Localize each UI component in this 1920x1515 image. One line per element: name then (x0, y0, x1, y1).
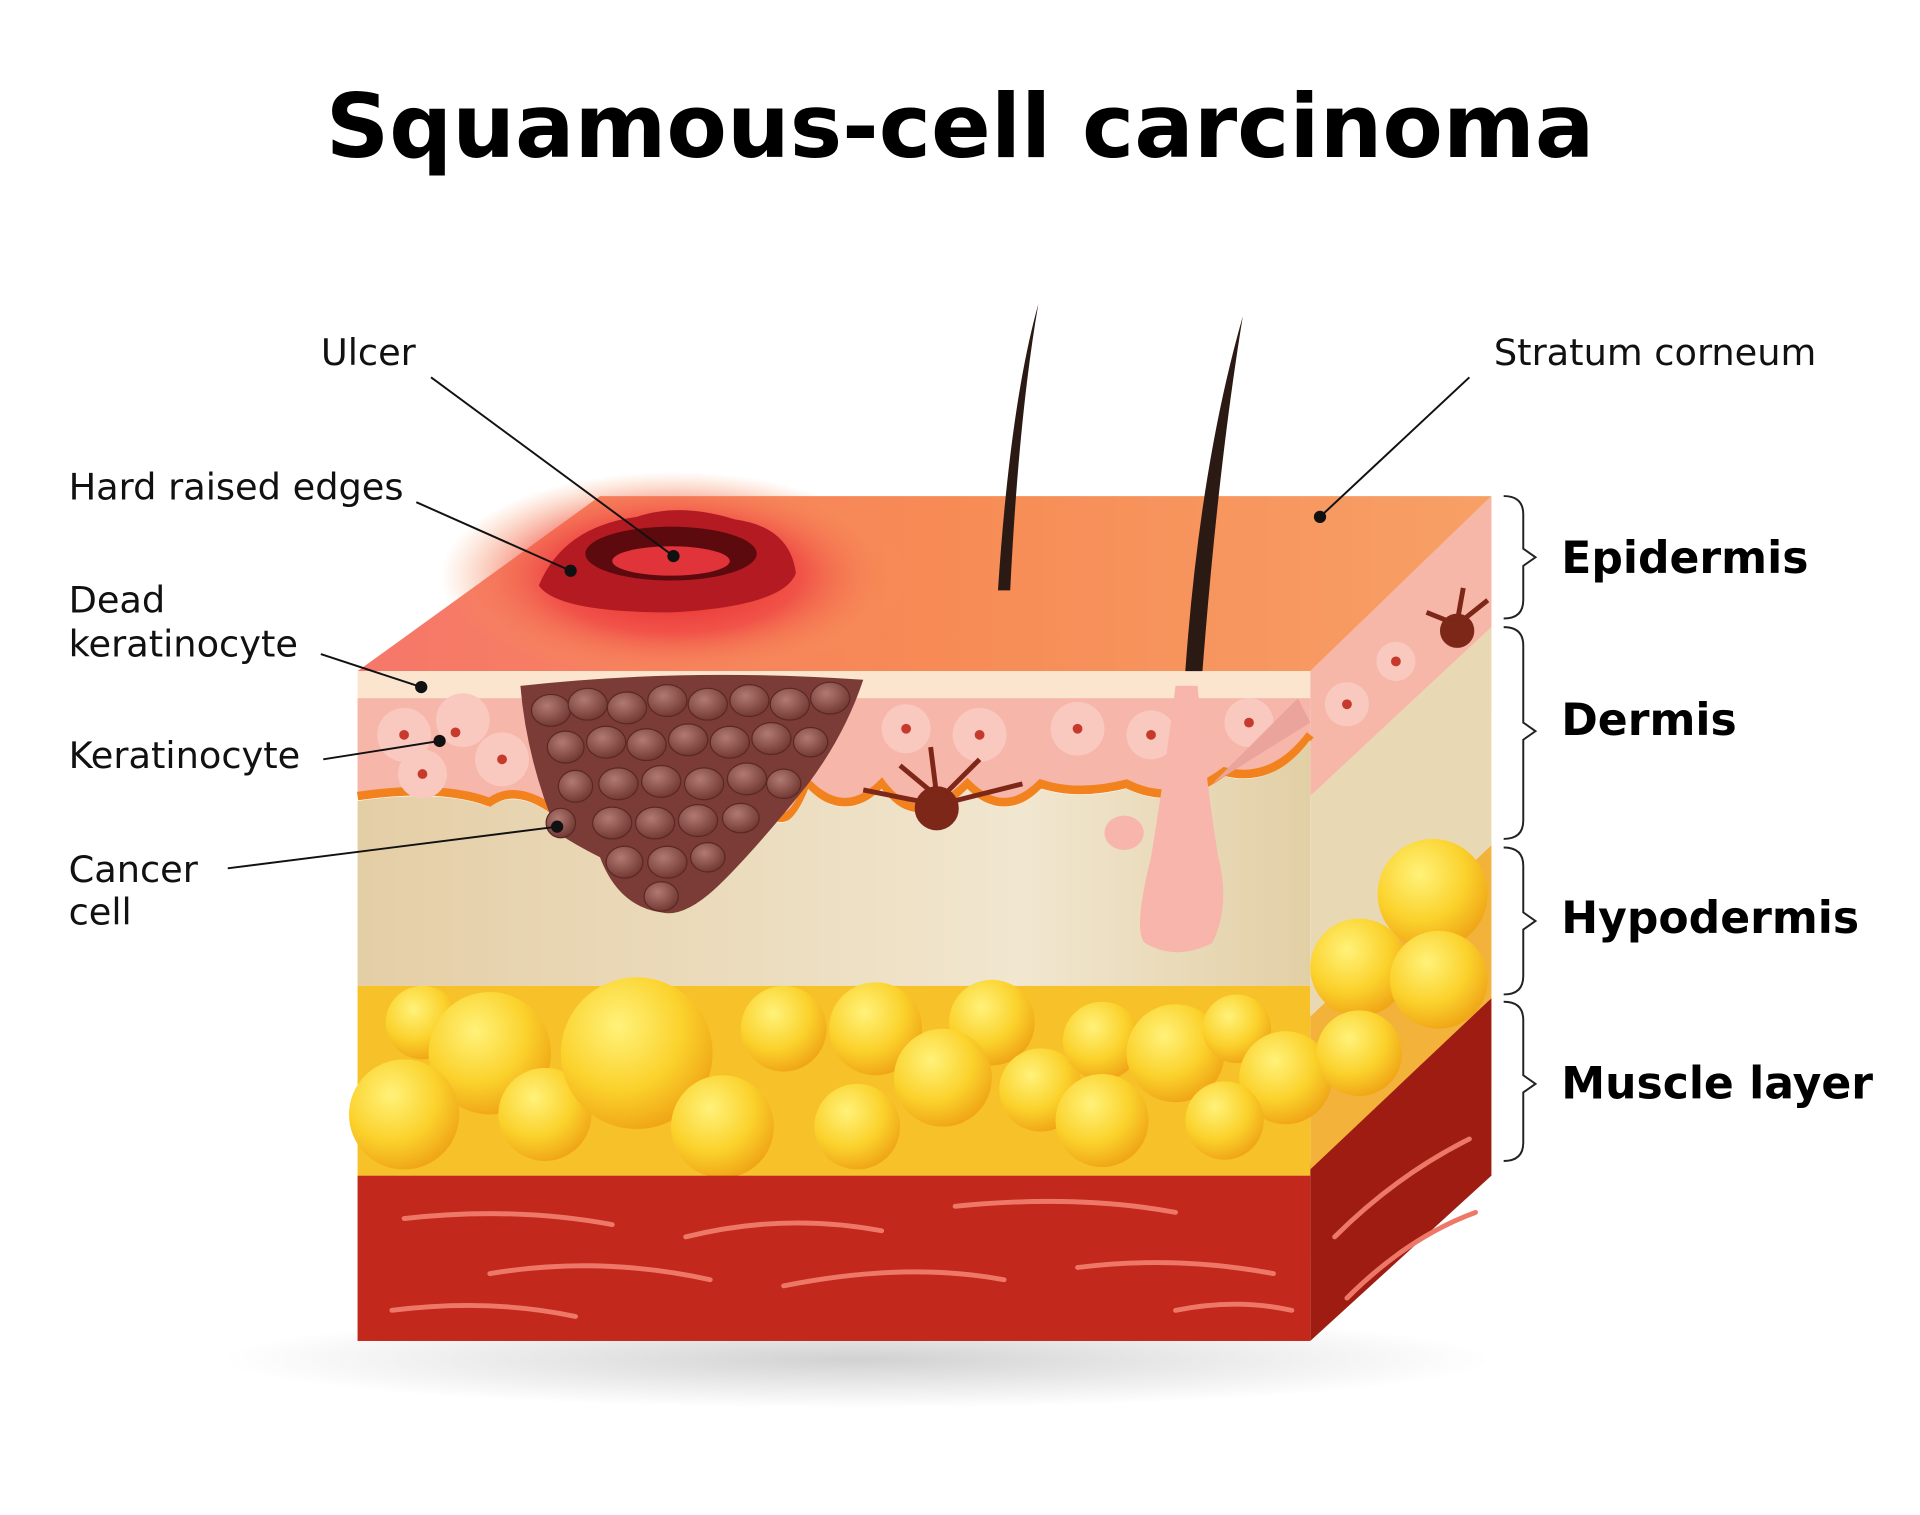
dermis-front (357, 739, 1311, 986)
leader-hard-raised-edges (415, 501, 572, 572)
label-dead-keratinocyte-line1: Dead (69, 578, 166, 621)
leader-dot (551, 820, 564, 833)
leader-dot (1313, 510, 1327, 524)
label-keratinocyte: Keratinocyte (69, 734, 301, 777)
leader-dot (433, 734, 446, 748)
leader-keratinocyte (323, 740, 440, 761)
page-title: Squamous-cell carcinoma (326, 75, 1595, 178)
fat-cells (348, 838, 1488, 1179)
layer-label-epidermis: Epidermis (1561, 533, 1808, 584)
epidermis-brace (1503, 495, 1538, 620)
leader-dot (415, 680, 428, 694)
leader-dot (564, 564, 577, 577)
leader-cancer-cell (227, 825, 558, 870)
muscle-brace (1503, 1000, 1538, 1162)
arrector-pili-muscle (1212, 698, 1311, 784)
hypodermis-brace (1503, 846, 1538, 996)
hair-strand (997, 303, 1039, 591)
layer-label-dermis: Dermis (1561, 695, 1737, 746)
layer-label-hypodermis: Hypodermis (1561, 893, 1859, 944)
label-dead-keratinocyte-line2: keratinocyte (69, 622, 298, 665)
muscle-side-face (1310, 998, 1492, 1341)
hair-strand (1185, 316, 1243, 672)
sebaceous-gland (1104, 815, 1144, 850)
leader-dot (667, 549, 680, 563)
leader-ulcer (430, 376, 675, 557)
label-stratum-corneum: Stratum corneum (1494, 331, 1816, 374)
melanocyte (862, 587, 1490, 831)
label-cancer-cell-line1: Cancer (69, 848, 199, 891)
label-hard-raised-edges: Hard raised edges (69, 466, 404, 509)
leader-stratum-corneum (1319, 376, 1471, 518)
muscle-fibers (389, 1136, 1478, 1319)
layer-label-muscle-layer: Muscle layer (1561, 1059, 1873, 1110)
muscle-front (357, 1175, 1311, 1341)
hair-follicle (1140, 685, 1224, 953)
tumor-mass (520, 674, 864, 914)
label-cancer-cell-line2: cell (69, 891, 132, 934)
label-ulcer: Ulcer (321, 331, 417, 374)
dermis-brace (1503, 626, 1538, 840)
leader-dead-keratinocyte (320, 653, 422, 689)
